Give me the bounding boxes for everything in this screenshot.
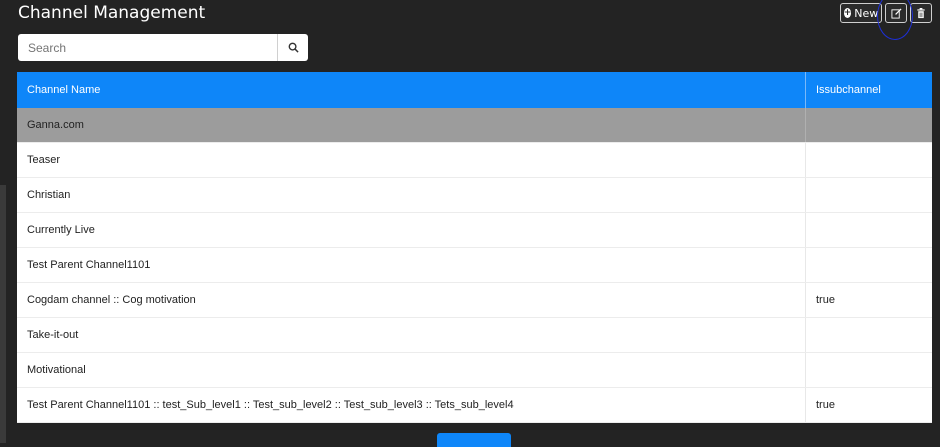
- delete-button[interactable]: [910, 3, 932, 23]
- channel-name-cell: Christian: [17, 178, 806, 212]
- issubchannel-cell: [806, 178, 932, 212]
- edit-icon: [890, 7, 902, 19]
- column-header-issubchannel[interactable]: Issubchannel: [816, 84, 881, 96]
- channel-name-cell: Take-it-out: [17, 318, 806, 352]
- trash-icon: [917, 7, 925, 18]
- search-input[interactable]: [18, 34, 277, 61]
- issubchannel-cell: [806, 318, 932, 352]
- channel-name-cell: Ganna.com: [17, 108, 806, 142]
- issubchannel-cell: [806, 353, 932, 387]
- search-icon: [288, 42, 299, 53]
- page-title: Channel Management: [18, 3, 206, 23]
- bottom-action-button[interactable]: [437, 433, 511, 447]
- table-row[interactable]: Test Parent Channel1101 :: test_Sub_leve…: [17, 388, 932, 423]
- channel-name-cell: Test Parent Channel1101: [17, 248, 806, 282]
- table-row[interactable]: Take-it-out: [17, 318, 932, 353]
- issubchannel-cell: [806, 248, 932, 282]
- new-button[interactable]: + New: [840, 3, 882, 23]
- issubchannel-cell: [806, 213, 932, 247]
- column-header-channel-name[interactable]: Channel Name: [17, 72, 806, 108]
- issubchannel-cell: true: [816, 294, 835, 306]
- edit-button[interactable]: [885, 3, 907, 23]
- channel-name-cell: Cogdam channel :: Cog motivation: [17, 283, 806, 317]
- channel-name-cell: Test Parent Channel1101 :: test_Sub_leve…: [17, 388, 806, 422]
- table-header: Channel Name Issubchannel: [17, 72, 932, 108]
- toolbar: + New: [840, 3, 932, 23]
- table-row[interactable]: Test Parent Channel1101: [17, 248, 932, 283]
- issubchannel-cell: [806, 108, 932, 142]
- new-button-label: New: [854, 6, 879, 20]
- table-row[interactable]: Christian: [17, 178, 932, 213]
- channel-name-cell: Teaser: [17, 143, 806, 177]
- channel-table: Channel Name Issubchannel Ganna.com Teas…: [17, 72, 932, 423]
- plus-circle-icon: +: [843, 8, 852, 18]
- left-panel-edge: [0, 185, 6, 443]
- channel-name-cell: Currently Live: [17, 213, 806, 247]
- table-row[interactable]: Cogdam channel :: Cog motivation true: [17, 283, 932, 318]
- table-row[interactable]: Teaser: [17, 143, 932, 178]
- search-button[interactable]: [277, 34, 308, 61]
- table-row[interactable]: Ganna.com: [17, 108, 932, 143]
- table-row[interactable]: Motivational: [17, 353, 932, 388]
- issubchannel-cell: true: [816, 399, 835, 411]
- search-box: [18, 34, 308, 61]
- issubchannel-cell: [806, 143, 932, 177]
- channel-name-cell: Motivational: [17, 353, 806, 387]
- table-row[interactable]: Currently Live: [17, 213, 932, 248]
